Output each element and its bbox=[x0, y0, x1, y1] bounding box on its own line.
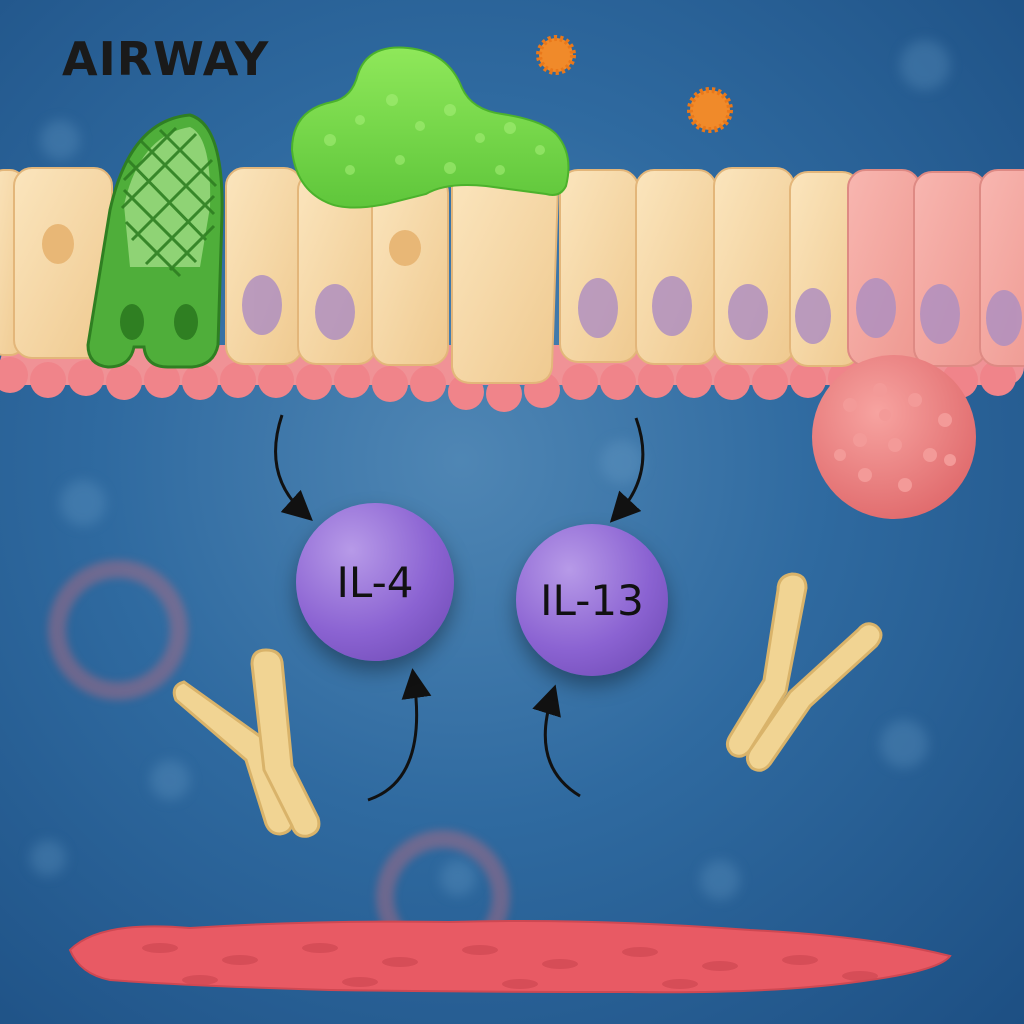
diagram-title: AIRWAY bbox=[62, 32, 269, 86]
cytokine-il4: IL-4 bbox=[296, 503, 454, 661]
cytokine-il13: IL-13 bbox=[516, 524, 668, 676]
mucus-blob bbox=[292, 48, 568, 208]
antibody-right bbox=[727, 574, 881, 770]
eosinophil-cell bbox=[812, 355, 976, 519]
cytokine-label: IL-13 bbox=[540, 576, 644, 625]
antibody-left bbox=[174, 650, 319, 836]
goblet-cell bbox=[88, 115, 222, 367]
cytokine-label: IL-4 bbox=[337, 558, 414, 607]
allergen-particle bbox=[539, 38, 730, 130]
